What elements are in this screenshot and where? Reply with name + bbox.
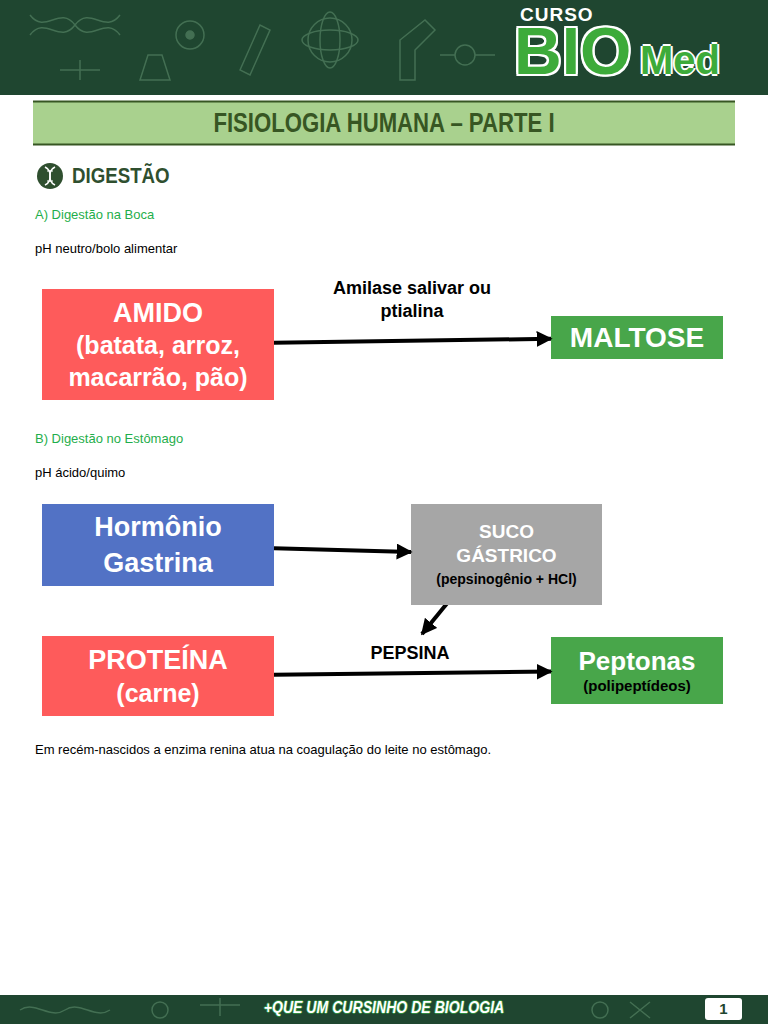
process-box: SUCO GÁSTRICO (pepsinogênio + HCl)	[411, 504, 602, 605]
node-heading: Peptonas	[578, 646, 695, 676]
title-rule	[33, 144, 735, 146]
arrow-connector	[274, 671, 551, 674]
subsection-heading: B) Digestão no Estômago	[35, 431, 183, 446]
process-box: Hormônio Gastrina	[42, 504, 274, 586]
footer-slogan: +QUE UM CURSINHO DE BIOLOGIA	[261, 999, 507, 1017]
node-body: (carne)	[116, 677, 199, 709]
process-box: MALTOSE	[551, 316, 723, 359]
node-heading: AMIDO	[113, 297, 203, 329]
header-doodles	[30, 12, 495, 80]
arrow-connector	[274, 339, 551, 343]
subsection-heading: A) Digestão na Boca	[35, 207, 154, 222]
node-body: (batata, arroz, macarrão, pão)	[48, 329, 268, 393]
edge-label: PEPSINA	[348, 642, 472, 665]
page-number-box	[705, 998, 742, 1020]
header-band	[0, 0, 768, 95]
note-text: Em recém-nascidos a enzima renina atua n…	[35, 742, 735, 757]
footer-band	[0, 995, 768, 1024]
edge-label: Amilase salivar ou ptialina	[322, 277, 502, 323]
node-heading: SUCO GÁSTRICO	[442, 520, 572, 568]
process-box: PROTEÍNA(carne)	[42, 636, 274, 716]
page-title: FISIOLOGIA HUMANA – PARTE I	[96, 101, 672, 145]
section-heading: DIGESTÃO	[72, 163, 170, 189]
title-band	[33, 101, 735, 145]
process-box: Peptonas(polipeptídeos)	[551, 637, 723, 704]
footer-doodles	[20, 998, 650, 1018]
node-heading: PROTEÍNA	[88, 643, 228, 677]
logo-word: Med	[640, 38, 720, 82]
arrow-connector	[274, 548, 411, 552]
note-text: pH neutro/bolo alimentar	[35, 241, 177, 256]
note-text: pH ácido/quimo	[35, 465, 125, 480]
logo-word: BIO	[514, 16, 631, 86]
node-heading: MALTOSE	[570, 322, 704, 354]
node-body: (polipeptídeos)	[583, 676, 691, 696]
node-body: (pepsinogênio + HCl)	[432, 570, 582, 589]
process-box: AMIDO(batata, arroz, macarrão, pão)	[42, 289, 274, 400]
page-number: 1	[705, 1000, 742, 1017]
title-rule	[33, 101, 735, 103]
dna-icon	[37, 163, 63, 189]
node-heading: Hormônio Gastrina	[58, 509, 258, 581]
